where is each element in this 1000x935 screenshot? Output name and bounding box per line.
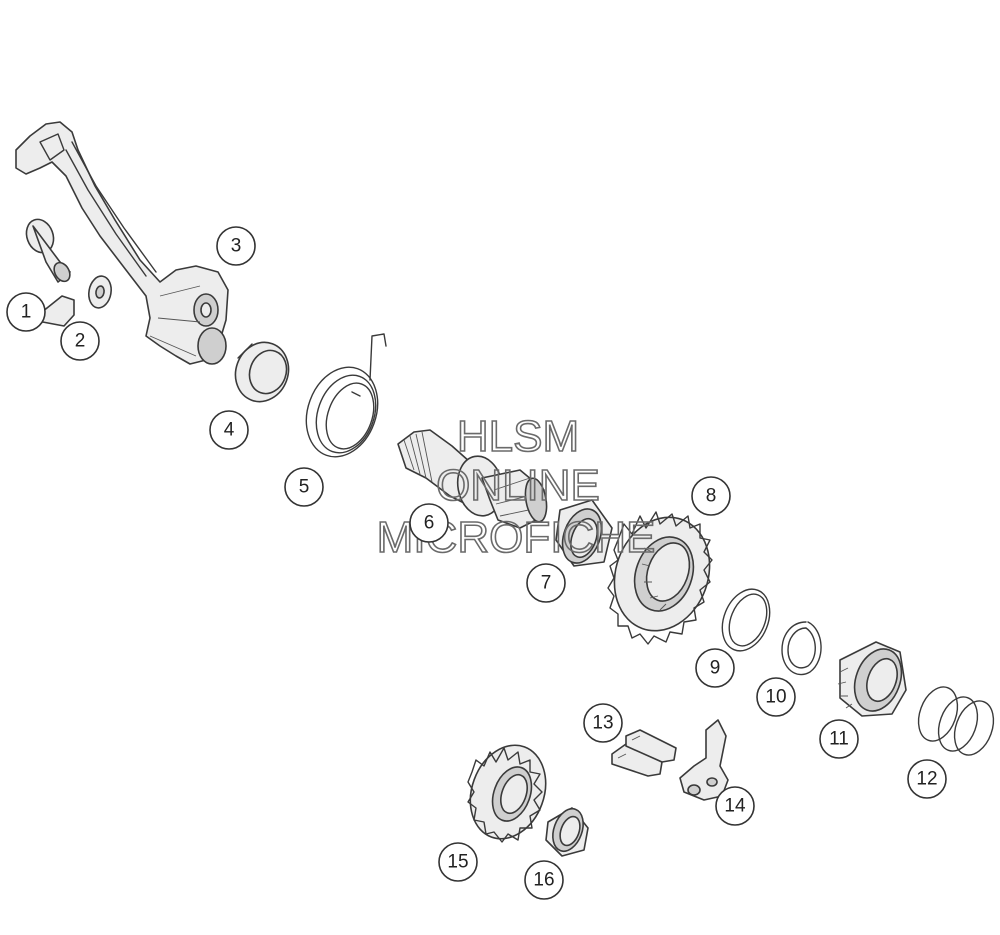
part-10-circlip bbox=[781, 621, 822, 676]
callout-9-label: 9 bbox=[710, 658, 721, 679]
part-6-kick-shaft bbox=[397, 429, 548, 529]
callout-3-label: 3 bbox=[231, 236, 242, 257]
callout-8-label: 8 bbox=[706, 486, 717, 507]
callout-4-label: 4 bbox=[224, 420, 235, 441]
callout-13: 13 bbox=[583, 703, 623, 743]
callout-14: 14 bbox=[715, 786, 755, 826]
callout-5: 5 bbox=[284, 467, 324, 507]
part-7-bushing bbox=[555, 499, 613, 567]
part-2-washer bbox=[88, 275, 112, 309]
callout-12: 12 bbox=[907, 759, 947, 799]
callout-13-label: 13 bbox=[592, 713, 613, 734]
callout-15-label: 15 bbox=[447, 852, 468, 873]
watermark-line-2: ONLINE bbox=[436, 461, 600, 510]
part-9-shim bbox=[721, 588, 771, 652]
part-13-bolts bbox=[611, 729, 677, 777]
part-11-ratchet bbox=[837, 641, 907, 717]
callout-3: 3 bbox=[216, 226, 256, 266]
callout-16-label: 16 bbox=[533, 870, 554, 891]
callout-7-label: 7 bbox=[541, 573, 552, 594]
callout-2-label: 2 bbox=[75, 331, 86, 352]
callout-1: 1 bbox=[6, 292, 46, 332]
callout-6: 6 bbox=[409, 503, 449, 543]
callout-12-label: 12 bbox=[916, 769, 937, 790]
callout-6-label: 6 bbox=[424, 513, 435, 534]
callout-16: 16 bbox=[524, 860, 564, 900]
callout-10-label: 10 bbox=[765, 687, 786, 708]
part-8-kick-gear bbox=[607, 511, 713, 645]
part-14-ratchet-guide bbox=[679, 719, 729, 801]
callout-11: 11 bbox=[819, 719, 859, 759]
callout-10: 10 bbox=[756, 677, 796, 717]
part-4-seal bbox=[234, 341, 290, 403]
callout-7: 7 bbox=[526, 563, 566, 603]
callout-2: 2 bbox=[60, 321, 100, 361]
callout-9: 9 bbox=[695, 648, 735, 688]
part-12-spring bbox=[917, 686, 995, 756]
part-3-kick-lever bbox=[15, 121, 229, 365]
callout-1-label: 1 bbox=[21, 302, 32, 323]
callout-14-label: 14 bbox=[724, 796, 746, 817]
callout-15: 15 bbox=[438, 842, 478, 882]
callout-8: 8 bbox=[691, 476, 731, 516]
part-16-bushing bbox=[545, 807, 589, 857]
watermark-line-1: HLSM bbox=[457, 412, 579, 461]
callout-11-label: 11 bbox=[829, 729, 849, 750]
part-15-idler-gear bbox=[467, 744, 547, 843]
part-5-spring bbox=[305, 333, 387, 458]
callout-4: 4 bbox=[209, 410, 249, 450]
callout-5-label: 5 bbox=[299, 477, 310, 498]
